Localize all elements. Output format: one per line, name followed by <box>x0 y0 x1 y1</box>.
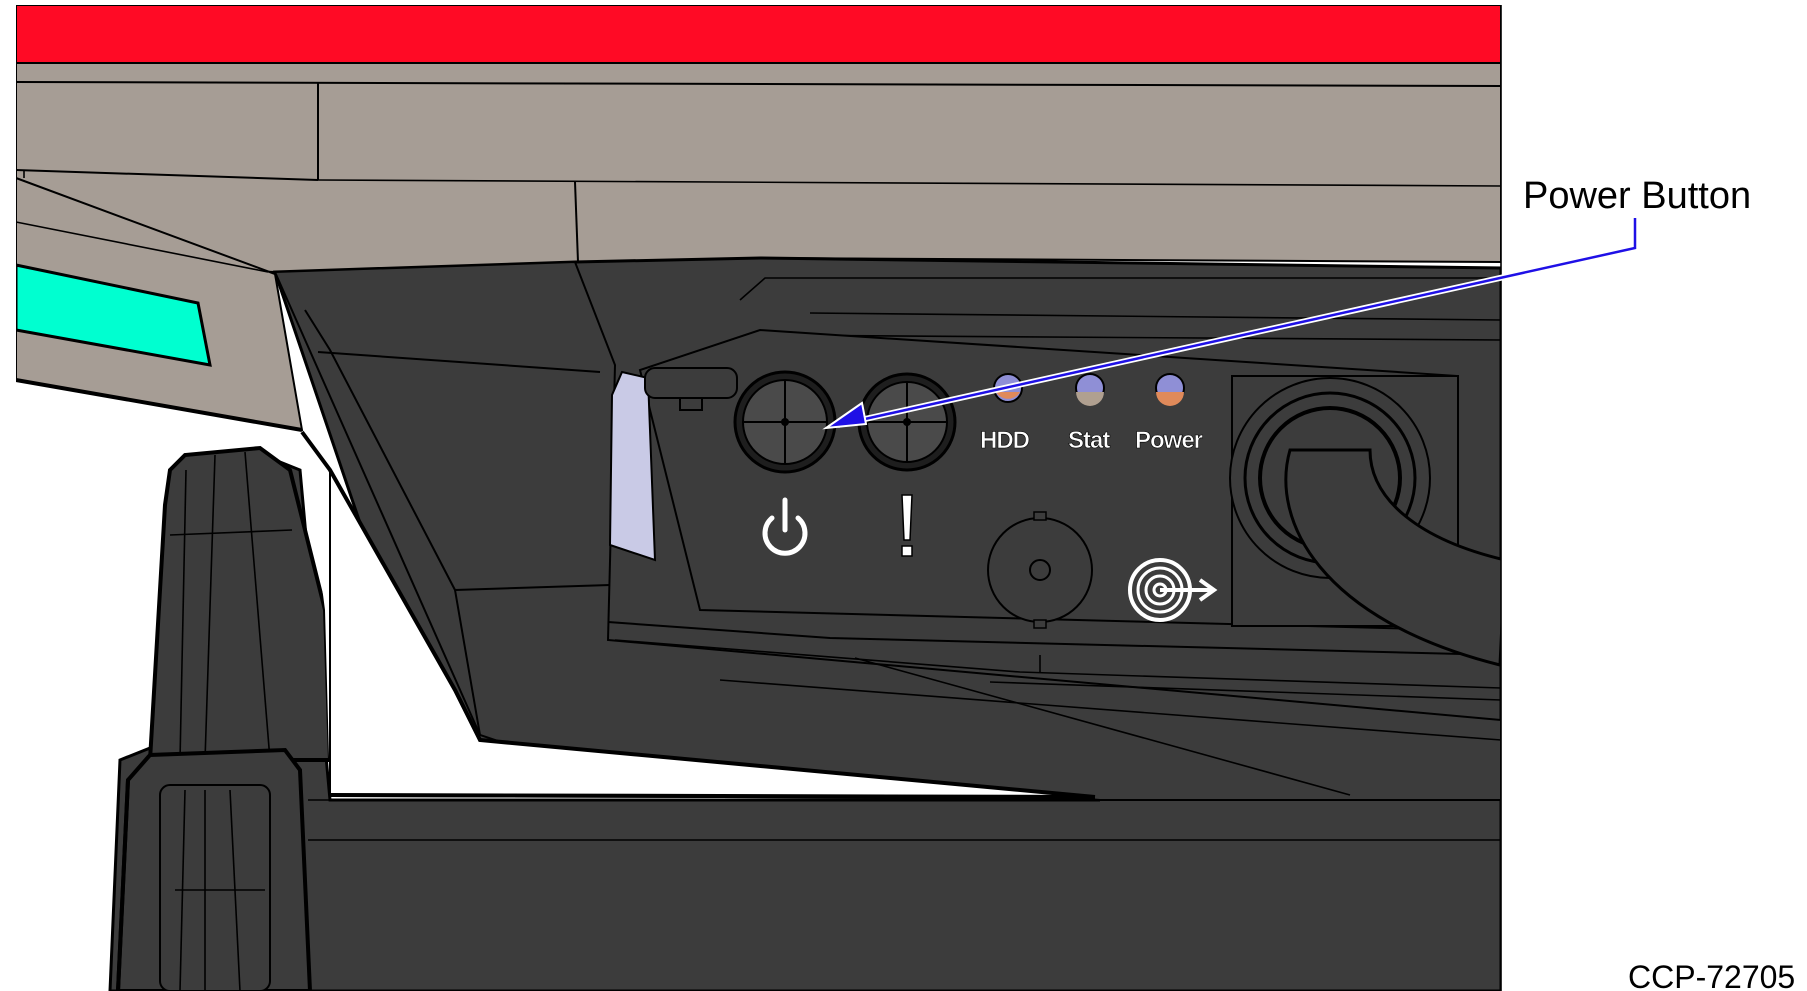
side-latch[interactable] <box>608 370 657 562</box>
reset-button[interactable] <box>857 372 957 472</box>
upper-shell <box>15 62 1502 274</box>
power-icon <box>762 497 808 556</box>
power-label: Power <box>1135 427 1203 454</box>
top-red-band <box>15 4 1502 64</box>
stat-led <box>1075 373 1105 406</box>
callout-arrow <box>822 218 1638 430</box>
reference-id: CCP-72705 <box>1628 959 1795 991</box>
callout-label: Power Button <box>1523 175 1751 217</box>
network-port-icon <box>1128 558 1218 622</box>
gap <box>302 432 1095 797</box>
power-button[interactable] <box>733 370 837 474</box>
stat-label: Stat <box>1068 427 1110 454</box>
power-cable <box>1229 375 1507 667</box>
buzzer <box>987 511 1093 629</box>
exclamation-icon <box>901 494 913 557</box>
hdd-label: HDD <box>980 427 1030 454</box>
power-led <box>1155 373 1185 406</box>
